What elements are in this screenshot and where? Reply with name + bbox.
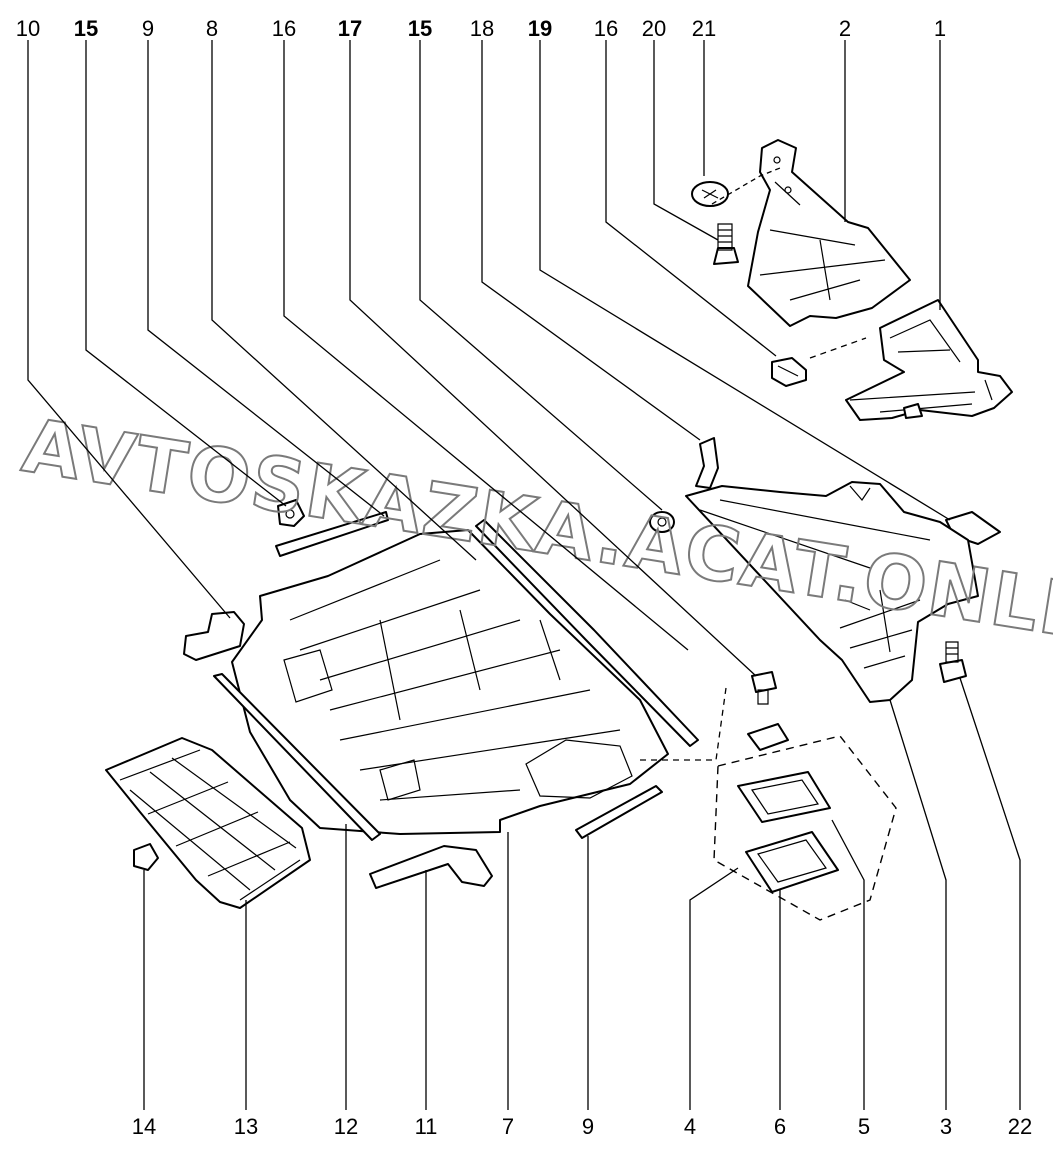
callout-bottom-6: 6 (774, 1114, 786, 1139)
part-20-screw (713, 223, 739, 265)
part-12-strip (213, 673, 381, 841)
part-15-nut-right (649, 511, 675, 533)
part-8-strip (275, 511, 389, 557)
leader-lines (27, 40, 1021, 1110)
callout-bottom-12: 12 (334, 1114, 358, 1139)
part-16-clip-upper (771, 357, 807, 387)
callout-top-1: 1 (934, 16, 946, 41)
part-14-nut (133, 843, 159, 871)
callout-top-18: 18 (470, 16, 494, 41)
callout-top-17: 17 (338, 16, 362, 41)
callout-bottom-13: 13 (234, 1114, 258, 1139)
callout-bottom-14: 14 (132, 1114, 156, 1139)
callout-bottom-4: 4 (684, 1114, 696, 1139)
part-13-grid-guard (105, 737, 311, 909)
callout-top-8: 8 (206, 16, 218, 41)
callout-top-15b: 15 (408, 16, 432, 41)
part-10-bracket (183, 611, 245, 661)
part-9-strip (575, 785, 663, 839)
callout-bottom-7: 7 (502, 1114, 514, 1139)
callout-top-16a: 16 (272, 16, 296, 41)
part-16-bolt (751, 671, 777, 705)
callout-bottom-11: 11 (415, 1114, 438, 1139)
part-16-clip-lower (747, 723, 789, 751)
callout-bottom-9: 9 (582, 1114, 594, 1139)
callout-top-10: 10 (16, 16, 40, 41)
part-7-floor-panel (231, 529, 669, 835)
callout-top-21: 21 (692, 16, 716, 41)
part-22-bolt (939, 641, 967, 683)
part-3-tunnel-shield (685, 481, 979, 703)
callouts-bottom: 14 13 12 11 7 9 4 6 5 3 22 (132, 1114, 1032, 1139)
part-18-bracket (695, 437, 719, 489)
part-2-upper-shield (747, 139, 911, 327)
callout-bottom-3: 3 (940, 1114, 952, 1139)
callout-top-19: 19 (528, 16, 552, 41)
part-4-seal-group (713, 735, 897, 921)
callout-top-9: 9 (142, 16, 154, 41)
part-21-washer (691, 181, 729, 207)
callout-top-2: 2 (839, 16, 851, 41)
callout-bottom-22: 22 (1008, 1114, 1032, 1139)
callout-bottom-5: 5 (858, 1114, 870, 1139)
callout-top-20: 20 (642, 16, 666, 41)
callout-top-16b: 16 (594, 16, 618, 41)
callout-top-15a: 15 (74, 16, 98, 41)
part-1-lower-shield (845, 299, 1013, 421)
part-11-bracket (369, 845, 493, 889)
part-17-strip (475, 519, 699, 747)
callouts-top: 10 15 9 8 16 17 15 18 19 16 20 21 2 1 (16, 16, 946, 41)
part-15-nut-left (277, 499, 305, 527)
